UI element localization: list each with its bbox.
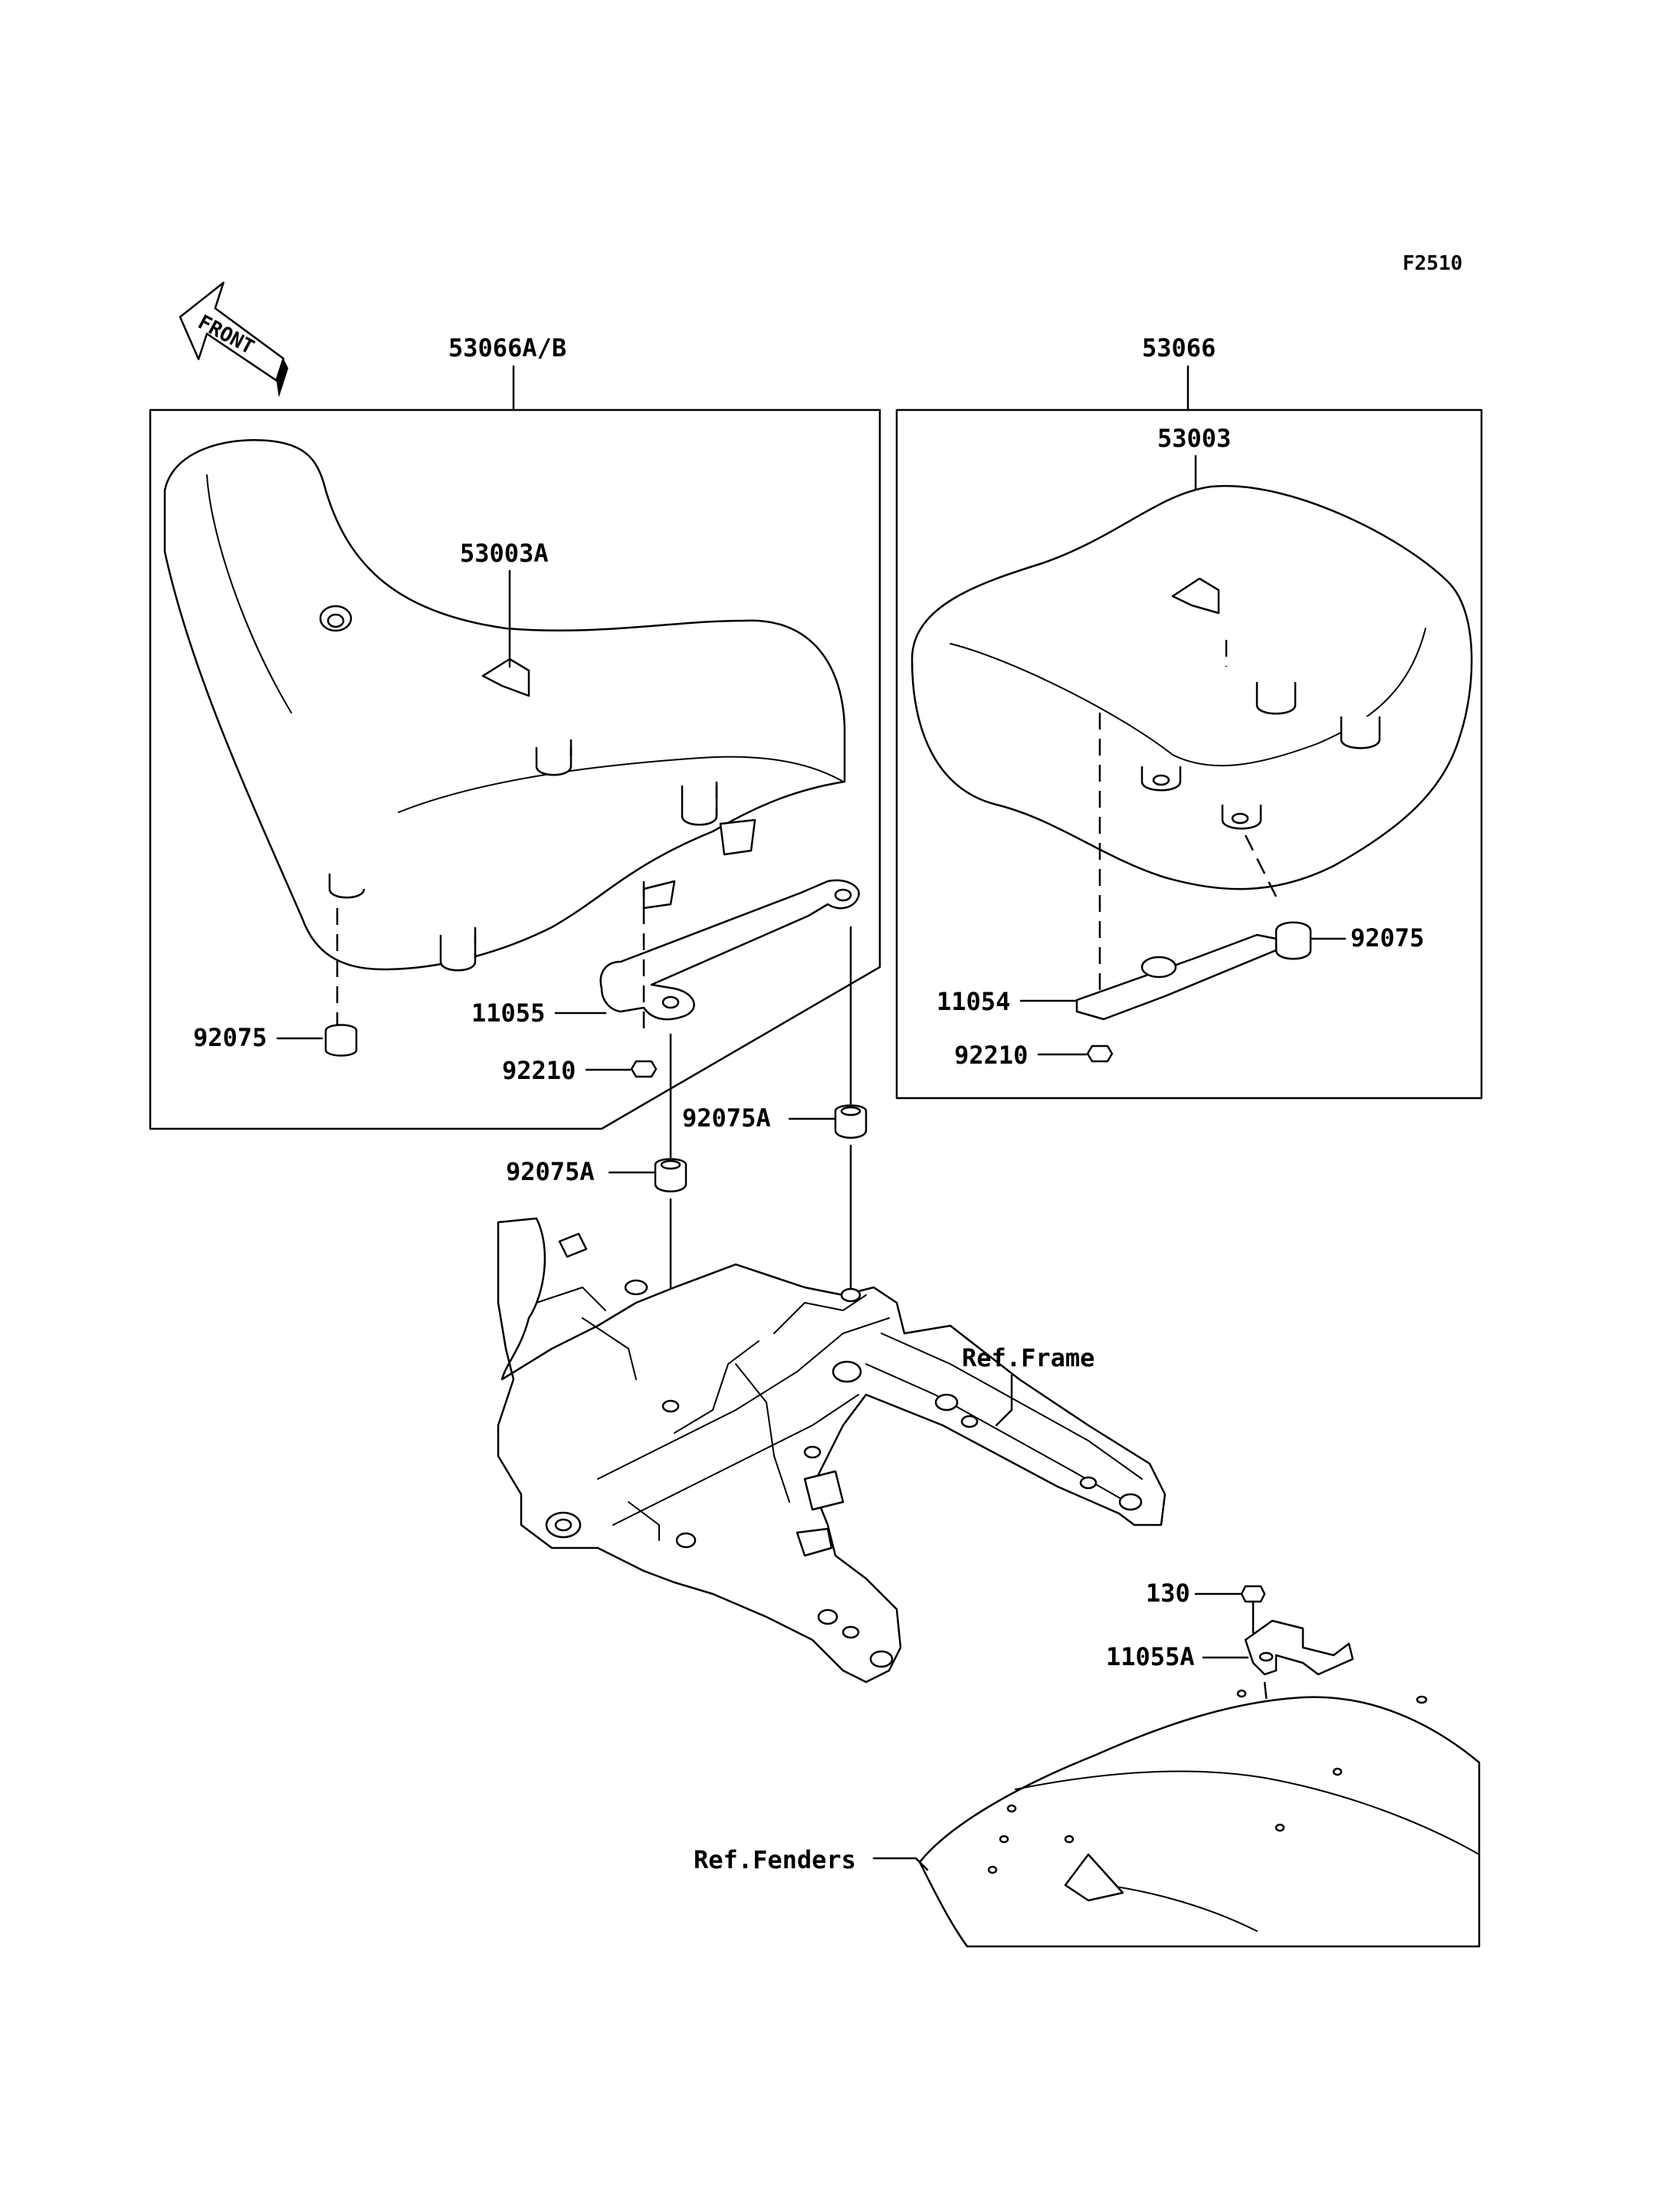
nut-92210-rear	[1086, 1044, 1114, 1063]
fender-group: Ref.Fenders	[694, 1689, 1481, 1948]
damper-a-group: 92075A 92075A	[506, 926, 868, 1404]
frame	[497, 1217, 1166, 1684]
label-11055: 11055	[471, 998, 545, 1028]
rear-seat-box	[895, 408, 1483, 1100]
front-arrow-icon: FRONT	[179, 281, 289, 398]
bracket-11054	[1075, 933, 1278, 1021]
fender	[918, 1696, 1481, 1948]
fender-bracket-group: 130 11055A	[1106, 1579, 1354, 1825]
main-seat-box	[149, 408, 881, 1130]
damper-92075-main	[324, 1024, 358, 1057]
label-53066: 53066	[1142, 333, 1216, 362]
figure-code: F2510	[1403, 252, 1462, 275]
label-92210-rear: 92210	[954, 1041, 1028, 1070]
nut-92210-main	[630, 1060, 658, 1078]
label-130: 130	[1146, 1579, 1190, 1608]
main-seat	[163, 439, 846, 971]
bolt-130	[1240, 1585, 1266, 1603]
rear-seat-group: 53066 53003 92075 11054 92210	[895, 333, 1483, 1100]
label-92075-rear: 92075	[1350, 923, 1424, 953]
label-53066A-B: 53066A/B	[448, 333, 566, 362]
label-11054: 11054	[937, 987, 1010, 1016]
label-92210-main: 92210	[502, 1056, 576, 1085]
main-seat-group: 53066A/B 53003A 92075 11055	[149, 333, 881, 1130]
bracket-11055	[599, 879, 860, 1021]
label-11055A: 11055A	[1106, 1642, 1195, 1671]
seat-label-plate	[481, 657, 530, 697]
bracket-11055A	[1244, 1619, 1354, 1676]
label-53003A: 53003A	[460, 539, 549, 568]
label-92075-main: 92075	[193, 1023, 267, 1052]
label-53003: 53003	[1157, 424, 1231, 453]
rear-seat	[911, 484, 1473, 890]
label-ref-frame: Ref.Frame	[962, 1343, 1094, 1372]
label-ref-fenders: Ref.Fenders	[694, 1845, 856, 1874]
frame-group: Ref.Frame	[497, 1217, 1166, 1684]
label-92075A-right: 92075A	[682, 1103, 771, 1133]
damper-92075-rear	[1275, 921, 1312, 960]
label-92075A-left: 92075A	[506, 1157, 595, 1186]
